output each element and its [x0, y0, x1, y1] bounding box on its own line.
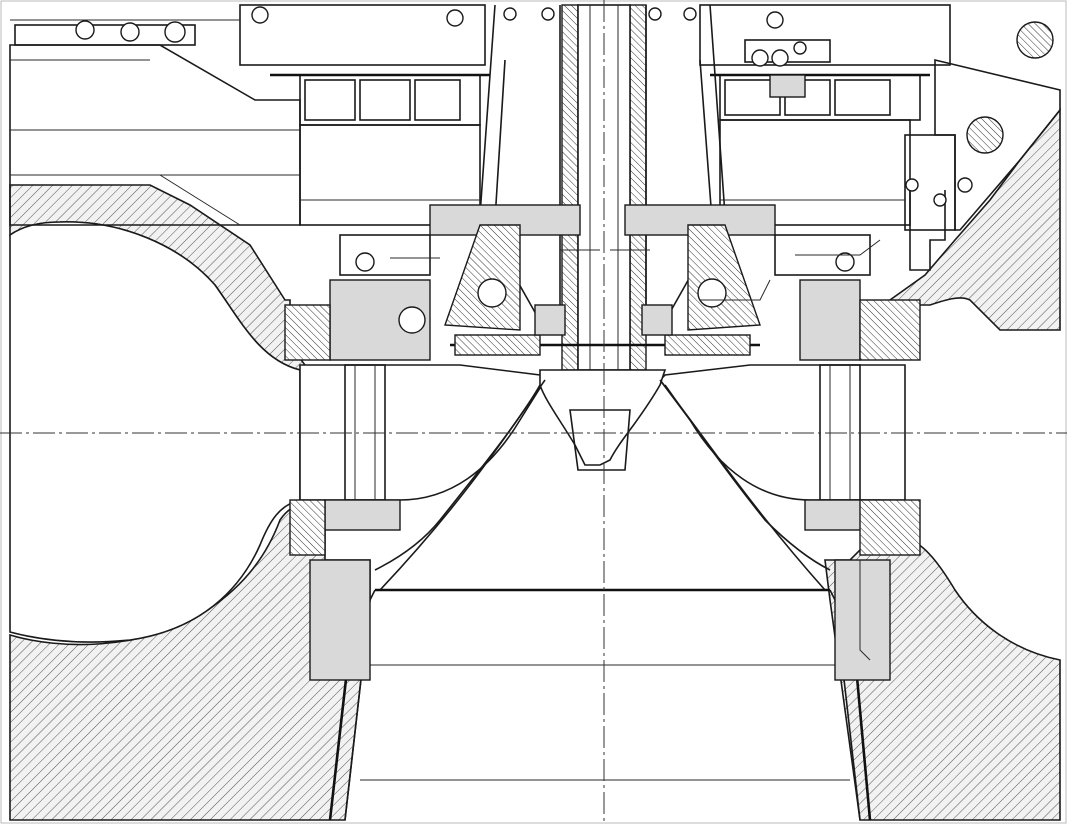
bolt-circle	[541, 7, 555, 21]
upper-housing-right	[699, 4, 1061, 231]
bolt-circle	[164, 21, 186, 43]
piping	[390, 178, 947, 301]
bolt-circle	[1016, 21, 1054, 59]
bolt-circle	[683, 7, 697, 21]
head-cover	[429, 4, 776, 356]
concrete-right-upper	[888, 107, 1061, 331]
bolt-circle	[966, 116, 1004, 154]
runner	[374, 369, 831, 592]
bolt-circle	[957, 177, 973, 193]
bolt-circle	[75, 20, 95, 40]
flange-bolts	[75, 6, 1054, 193]
bolt-circle	[751, 49, 769, 67]
servo-block-right	[799, 279, 861, 361]
bolt-circle	[766, 11, 784, 29]
servo-blocks	[284, 234, 921, 361]
bolt-circle	[793, 41, 807, 55]
bolt-circle	[120, 22, 140, 42]
draft-tube	[309, 559, 891, 821]
bolt-circle	[446, 9, 464, 27]
bolt-circle	[648, 7, 662, 21]
bolt-circle	[503, 7, 517, 21]
upper-housing-left	[9, 4, 490, 226]
bolt-circle	[771, 49, 789, 67]
bolt-circle	[251, 6, 269, 24]
